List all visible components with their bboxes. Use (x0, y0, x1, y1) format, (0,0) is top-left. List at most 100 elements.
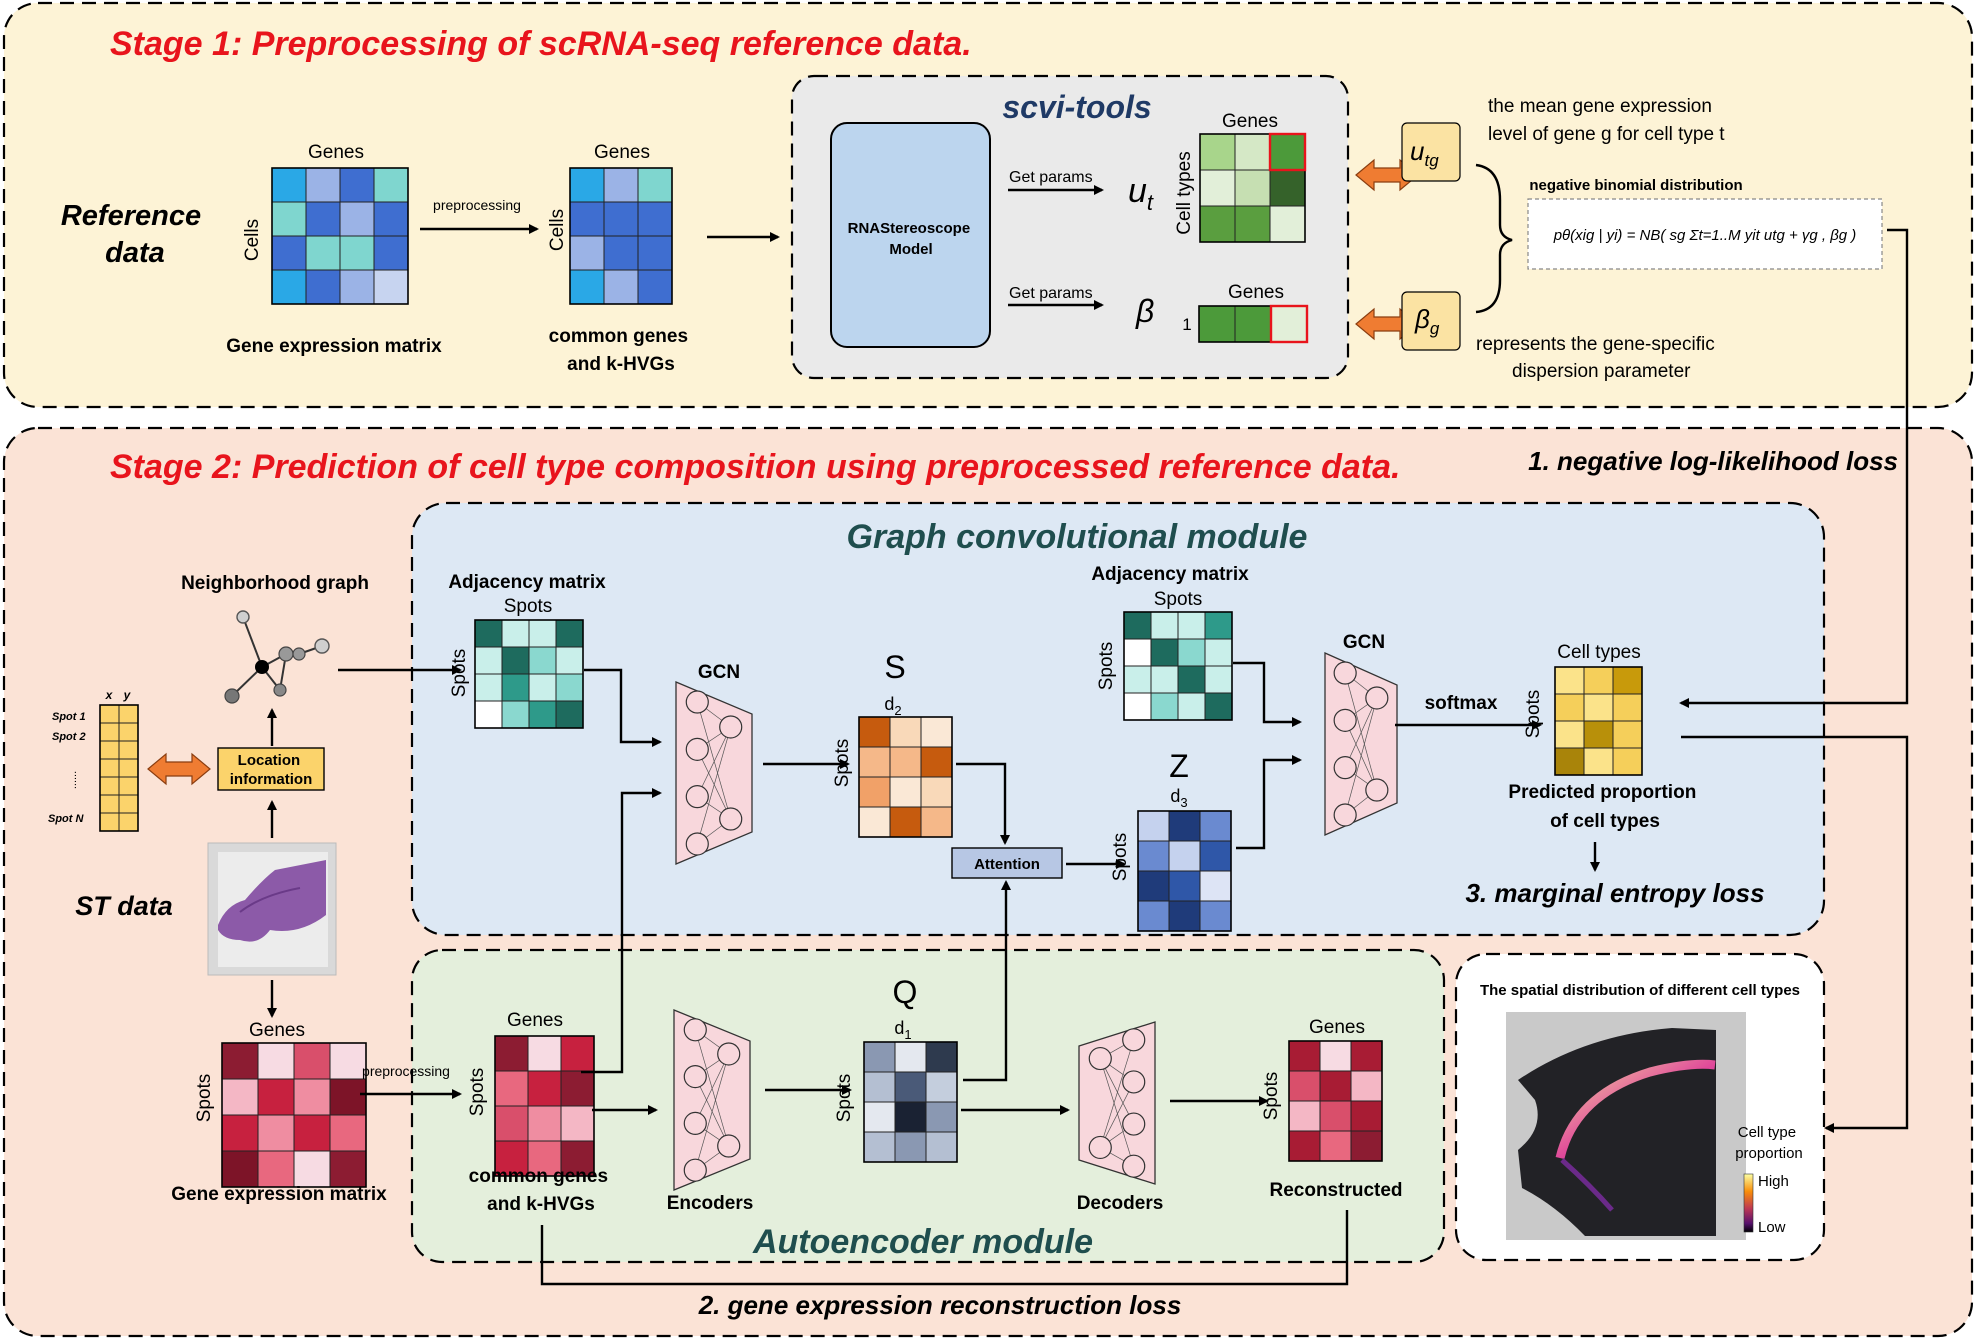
adjacency-matrix-1 (474, 619, 584, 729)
utg-symbol: utg (1410, 136, 1439, 170)
q-cell (925, 1041, 958, 1073)
preprocessing-label-2: preprocessing (362, 1063, 450, 1079)
gcn-label-2: GCN (1343, 632, 1385, 653)
z-cell (1168, 840, 1201, 872)
decoder-network (1078, 1021, 1156, 1185)
y-label: y (123, 688, 132, 702)
ut-cell (1269, 133, 1306, 171)
s-cell (889, 746, 922, 778)
adj1-cell (501, 700, 530, 729)
q-cell (925, 1131, 958, 1163)
st-expr-cell (257, 1114, 295, 1152)
ref-expr-cell (271, 201, 307, 237)
beta-cell (1270, 305, 1308, 343)
q-cell (863, 1131, 896, 1163)
adj2-cell (1150, 665, 1179, 694)
gcn-network-2 (1324, 651, 1398, 837)
s-cell (889, 716, 922, 748)
decoder-node (1088, 1135, 1112, 1160)
ref-expr-cell (305, 235, 341, 271)
adj2-cell (1123, 692, 1152, 721)
encoder-node (683, 1018, 707, 1042)
gcn1-node (719, 807, 743, 831)
colorbar-low: Low (1758, 1219, 1786, 1236)
adj2-cell (1177, 692, 1206, 721)
s-cell (920, 806, 953, 838)
gcn2-node (1365, 686, 1389, 710)
s-cell (858, 716, 891, 748)
pred-cell (1612, 666, 1643, 695)
gcn2-shape (1324, 651, 1398, 837)
adj1-cell (501, 646, 530, 675)
pred-cell (1554, 666, 1585, 695)
loss1-label: 1. negative log-likelihood loss (1528, 446, 1898, 476)
st-expr-cell (221, 1078, 259, 1116)
get-params-label-1: Get params (1009, 169, 1093, 186)
spot-dots-label: ...... (67, 771, 79, 789)
neighborhood-graph (224, 610, 330, 704)
mean-description: the mean gene expression level of gene g… (1488, 96, 1725, 145)
q-symbol: Q (893, 974, 918, 1010)
encoder-node (683, 1111, 707, 1136)
adj2-cell (1204, 638, 1233, 667)
rec-cell (1288, 1100, 1321, 1132)
ref-expr-cell (373, 235, 409, 271)
coord-cell (118, 776, 139, 796)
ae-title: Autoencoder module (752, 1223, 1093, 1261)
z-cell (1199, 840, 1232, 872)
ref-common-cell (637, 167, 673, 203)
adjacency-matrix-2 (1123, 611, 1233, 721)
ae-in-cell (494, 1035, 529, 1072)
curly-brace (1475, 163, 1513, 314)
z-symbol: Z (1169, 748, 1189, 784)
st-data-label: ST data (75, 891, 173, 921)
coord-cell (99, 722, 120, 742)
q-matrix (863, 1041, 958, 1163)
adj2-cell (1204, 665, 1233, 694)
st-expr-cell (257, 1078, 295, 1116)
ae-in-cell (560, 1105, 595, 1142)
q-cell (894, 1131, 927, 1163)
ut-cell (1269, 169, 1306, 207)
beta-g-box (1401, 291, 1461, 351)
s-cell (920, 716, 953, 748)
nb-formula-box (1527, 198, 1883, 270)
st-expr-cell (221, 1114, 259, 1152)
genes-label-st: Genes (249, 1020, 305, 1041)
ref-expr-cell (339, 201, 375, 237)
z-cell (1137, 840, 1170, 872)
ae-in-cell (494, 1105, 529, 1142)
location-double-arrow (147, 752, 211, 786)
beta-cell (1234, 305, 1272, 343)
genes-label-ae: Genes (507, 1010, 563, 1031)
encoder-node (717, 1134, 741, 1158)
q-cell (863, 1071, 896, 1103)
adj1-cell (555, 619, 584, 648)
stage1-title: Stage 1: Preprocessing of scRNA-seq refe… (110, 25, 972, 63)
st-expr-cell (293, 1114, 331, 1152)
ae-in-cell (527, 1035, 562, 1072)
coord-cell (118, 794, 139, 814)
adj2-cell (1177, 611, 1206, 640)
ae-in-cell (527, 1070, 562, 1107)
ref-expr-cell (271, 269, 307, 305)
gcn1-node (719, 715, 743, 739)
ae-in-cell (494, 1070, 529, 1107)
z-cell (1199, 870, 1232, 902)
ref-expr-cell (305, 269, 341, 305)
gcn1-node (685, 737, 709, 761)
reconstructed-matrix (1288, 1040, 1383, 1162)
beta-symbol: β (1135, 293, 1154, 329)
st-expr-cell (221, 1042, 259, 1080)
connectors (338, 228, 1909, 1286)
predicted-proportion-matrix (1554, 666, 1643, 776)
z-cell (1168, 870, 1201, 902)
cell-types-label-2: Cell types (1557, 642, 1640, 663)
spot-coordinate-table (99, 704, 139, 832)
z-cell (1199, 810, 1232, 842)
utg-box (1401, 122, 1461, 182)
decoder-shape (1078, 1021, 1156, 1185)
spot1-label: Spot 1 (52, 711, 86, 723)
rec-cell (1288, 1130, 1321, 1162)
